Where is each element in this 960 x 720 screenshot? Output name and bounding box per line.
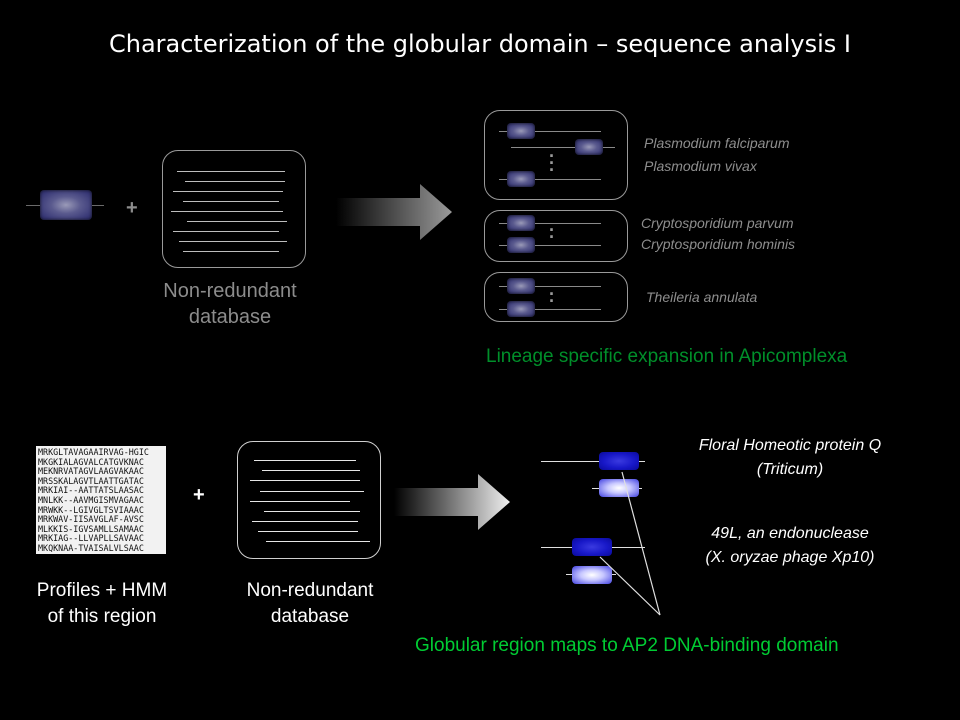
species-cryptosporidium-parvum: Cryptosporidium parvum [641, 215, 794, 231]
species-plasmodium-falciparum: Plasmodium falciparum [644, 135, 790, 151]
arrow-bottom-icon [394, 474, 510, 530]
result-box-plasmodium: ··· [484, 110, 628, 200]
species-theileria-annulata: Theileria annulata [646, 289, 758, 305]
slide-title: Characterization of the globular domain … [108, 30, 852, 58]
hit1-line-a [541, 461, 645, 462]
species-plasmodium-vivax: Plasmodium vivax [644, 158, 757, 174]
hit1-domain-light [599, 479, 639, 497]
database-label-top: Non-redundant database [163, 280, 297, 328]
hit2-domain-light [572, 566, 612, 584]
species-cryptosporidium-hominis: Cryptosporidium hominis [641, 236, 796, 252]
hit1-label: Floral Homeotic protein Q (Triticum) [698, 437, 882, 478]
hit2-label: 49L, an endonuclease (X. oryzae phage Xp… [705, 525, 875, 566]
profiles-label: Profiles + HMM of this region [36, 580, 168, 627]
plus-sign-top: + [126, 197, 138, 219]
plus-sign-bottom: + [193, 484, 205, 506]
hit1-domain-dark [599, 452, 639, 470]
database-label-bottom: Non-redundant database [246, 580, 374, 627]
result-box-theileria: ·· [484, 272, 628, 322]
conclusion-bottom: Globular region maps to AP2 DNA-binding … [415, 635, 839, 656]
database-box-bottom [237, 441, 381, 559]
sequence-alignment: MRKGLTAVAGAAIRVAG-HGIC MKGKIALAGVALCATGV… [36, 446, 166, 554]
arrow-top-icon [336, 184, 452, 240]
result-box-cryptosporidium: ·· [484, 210, 628, 262]
hit2-domain-dark [572, 538, 612, 556]
database-box-top [162, 150, 306, 268]
query-domain [40, 190, 92, 220]
conclusion-top: Lineage specific expansion in Apicomplex… [486, 346, 848, 367]
